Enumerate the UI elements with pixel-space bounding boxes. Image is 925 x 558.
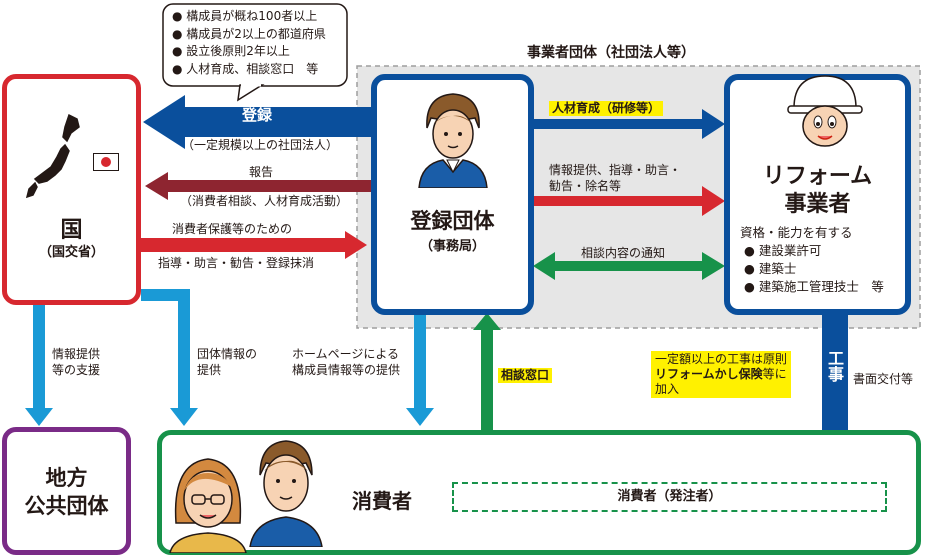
training-arrow xyxy=(533,109,725,139)
requirement-item: ● 人材育成、相談窓口 等 xyxy=(172,61,319,76)
group-info-arrow xyxy=(141,289,198,426)
registration-arrow xyxy=(143,95,372,149)
government-node: 国 （国交省） xyxy=(2,74,141,305)
government-title: 国 xyxy=(60,218,83,243)
consumer-title: 消費者 xyxy=(352,489,412,513)
qualification-item: ● 建築施工管理技士 等 xyxy=(744,279,884,294)
consumer-woman-icon xyxy=(169,458,247,553)
notification-label: 相談内容の通知 xyxy=(581,246,666,260)
report-arrow xyxy=(145,172,372,200)
insurance-line2: リフォームかし保険等に xyxy=(655,367,787,382)
government-subtitle: （国交省） xyxy=(38,245,104,260)
group-area-title: 事業者団体（社団法人等） xyxy=(527,45,695,61)
construction-side: 書面交付等 xyxy=(853,372,914,386)
registration-label: 登録 xyxy=(242,106,273,124)
consumer-node: 消費者 消費者（発注者） xyxy=(157,430,921,555)
info-support-line1: 情報提供 xyxy=(52,347,101,361)
requirement-item: ● 設立後原則2年以上 xyxy=(172,44,290,58)
guidance-line1: 消費者保護等のための xyxy=(172,222,293,236)
local-gov-title-line2: 公共団体 xyxy=(24,494,109,518)
guidance-line2: 指導・助言・勧告・登録抹消 xyxy=(158,256,315,270)
consult-label: 相談窓口 xyxy=(498,368,553,383)
reform-title-line2: 事業者 xyxy=(784,192,851,217)
homepage-line2: 構成員情報等の提供 xyxy=(292,363,401,377)
homepage-line1: ホームページによる xyxy=(292,347,400,361)
group-info-line2: 提供 xyxy=(197,363,222,377)
reform-title-line1: リフォーム xyxy=(762,164,873,189)
info-guidance-arrow xyxy=(533,186,725,216)
construction-label-text: 工事 xyxy=(825,350,844,382)
info-support-line2: 等の支援 xyxy=(52,363,101,377)
consumer-man-icon xyxy=(249,440,323,547)
guidance-arrow xyxy=(141,231,367,259)
registered-body-title: 登録団体 xyxy=(410,209,495,233)
report-label: 報告 xyxy=(249,165,274,179)
japan-map-icon xyxy=(25,113,80,199)
local-gov-node: 地方 公共団体 xyxy=(2,427,131,555)
registered-body-subtitle: （事務局） xyxy=(419,239,485,254)
staff-person-icon xyxy=(418,93,488,188)
info-guidance-line2: 勧告・除名等 xyxy=(549,179,622,193)
registration-note: （一定規模以上の社団法人） xyxy=(182,138,339,152)
homepage-arrow xyxy=(406,313,434,426)
group-info-line1: 団体情報の xyxy=(197,347,258,361)
info-guidance-line1: 情報提供、指導・助言・ xyxy=(549,163,682,177)
reform-business-node: リフォーム 事業者 資格・能力を有する ● 建設業許可 ● 建築士 ● 建築施工… xyxy=(724,74,911,315)
japan-flag-icon xyxy=(93,153,119,171)
insurance-rest: 等に xyxy=(762,367,787,381)
construction-label: 工事 xyxy=(825,350,844,382)
insurance-line1: 一定額以上の工事は原則 xyxy=(655,352,788,366)
requirement-item: ● 構成員が概ね100者以上 xyxy=(172,9,318,23)
requirements-list: ● 構成員が概ね100者以上 ● 構成員が2以上の都道府県 ● 設立後原則2年以… xyxy=(172,8,326,78)
notification-arrow xyxy=(533,252,725,280)
insurance-note: 一定額以上の工事は原則 リフォームかし保険等に 加入 xyxy=(651,351,792,398)
insurance-line3: 加入 xyxy=(655,382,680,396)
local-gov-title-line1: 地方 xyxy=(45,466,88,490)
qualification-item: ● 建設業許可 xyxy=(744,243,822,258)
insurance-bold: リフォームかし保険 xyxy=(655,367,763,381)
qualification-item: ● 建築士 xyxy=(744,261,797,276)
qualifications-heading: 資格・能力を有する xyxy=(740,225,853,240)
orderer-label: 消費者（発注者） xyxy=(617,489,722,504)
training-label: 人材育成（研修等） xyxy=(549,101,664,116)
report-note: （消費者相談、人材育成活動） xyxy=(180,194,349,208)
registered-body-node: 登録団体 （事務局） xyxy=(371,74,534,315)
requirements-bubble xyxy=(162,3,348,102)
worker-helmet-icon xyxy=(787,75,863,147)
orderer-box: 消費者（発注者） xyxy=(452,482,887,512)
info-support-arrow xyxy=(25,303,53,426)
requirement-item: ● 構成員が2以上の都道府県 xyxy=(172,26,326,41)
consult-arrow xyxy=(473,313,501,477)
